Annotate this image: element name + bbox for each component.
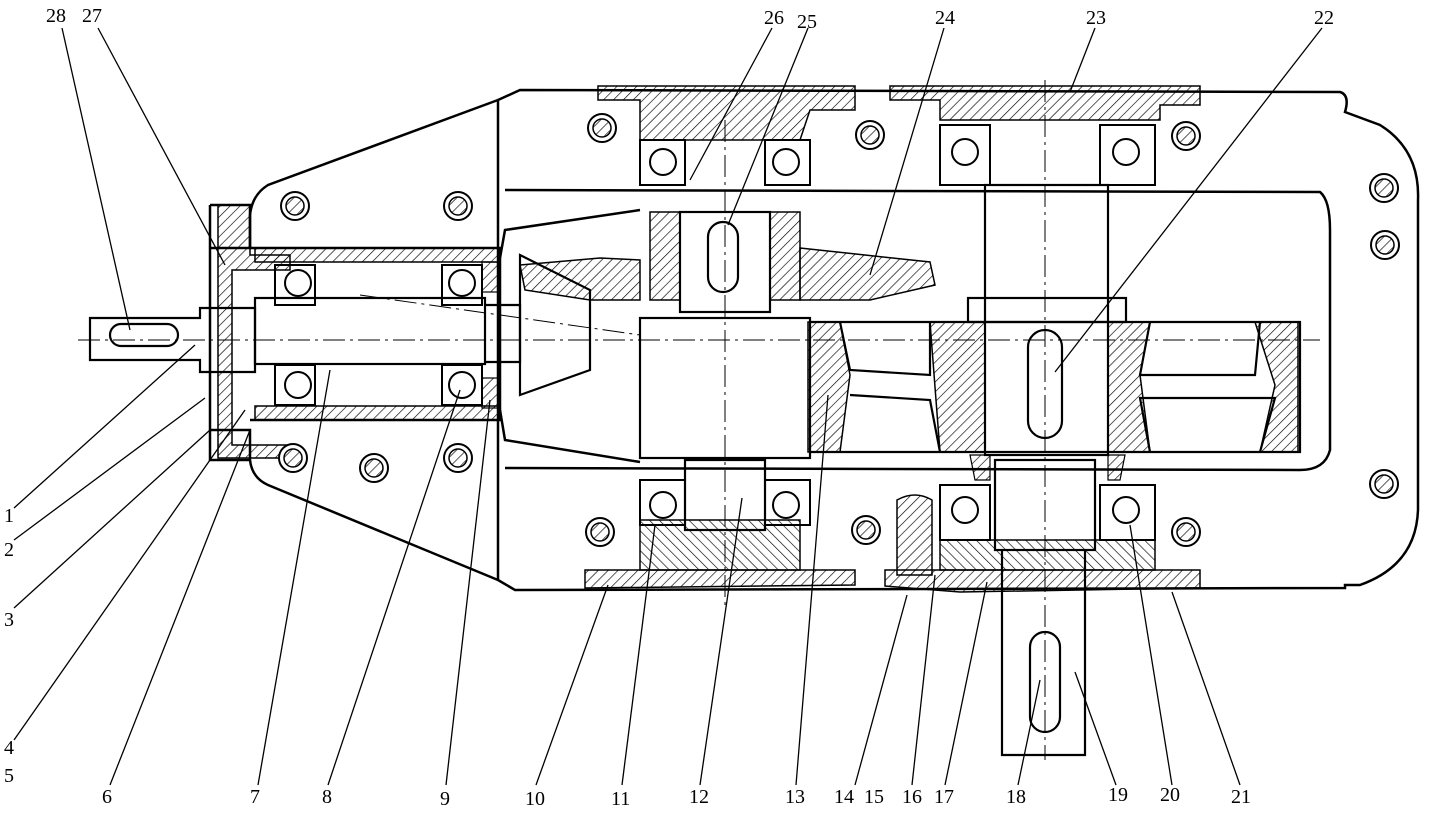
label-part-23: 23 — [1086, 7, 1106, 29]
label-part-1: 1 — [4, 505, 14, 527]
label-part-18: 18 — [1006, 786, 1026, 808]
label-part-25: 25 — [797, 11, 817, 33]
label-part-14: 14 — [834, 786, 854, 808]
label-part-22: 22 — [1314, 7, 1334, 29]
label-part-3: 3 — [4, 609, 14, 631]
label-part-16: 16 — [902, 786, 922, 808]
centre-lines — [78, 80, 1320, 760]
label-part-28: 28 — [46, 5, 66, 27]
label-part-7: 7 — [250, 786, 260, 808]
leader-lines — [13, 27, 1323, 786]
bearing-balls — [284, 138, 1140, 524]
label-part-27: 27 — [82, 5, 102, 27]
label-part-19: 19 — [1108, 784, 1128, 806]
label-part-24: 24 — [935, 7, 955, 29]
label-part-11: 11 — [611, 788, 631, 810]
label-part-6: 6 — [102, 786, 112, 808]
label-part-5: 5 — [4, 765, 14, 787]
label-part-4: 4 — [4, 737, 14, 759]
label-part-20: 20 — [1160, 784, 1180, 806]
label-part-8: 8 — [322, 786, 332, 808]
label-part-13: 13 — [785, 786, 805, 808]
shafts — [88, 183, 1302, 757]
label-part-26: 26 — [764, 7, 784, 29]
label-part-21: 21 — [1231, 786, 1251, 808]
bearings — [274, 124, 1156, 541]
label-part-9: 9 — [440, 788, 450, 810]
label-part-15: 15 — [864, 786, 884, 808]
label-part-10: 10 — [525, 788, 545, 810]
label-part-17: 17 — [934, 786, 954, 808]
label-part-12: 12 — [689, 786, 709, 808]
label-part-2: 2 — [4, 539, 14, 561]
